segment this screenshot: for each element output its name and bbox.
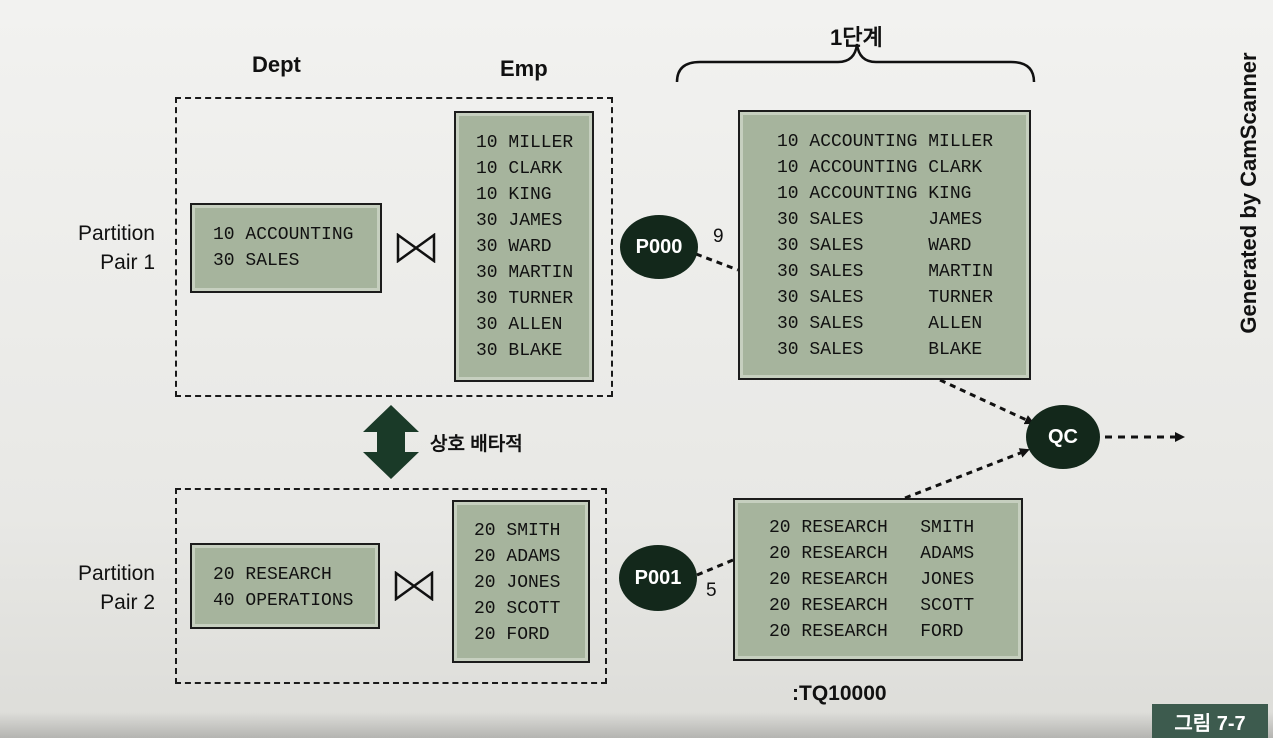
emp-box-pair-1: 10 MILLER 10 CLARK 10 KING 30 JAMES 30 WARD 3… (454, 111, 594, 382)
emp-row: 10 MILLER (476, 133, 574, 153)
result-row: 30 SALES JAMES (777, 210, 983, 230)
result-row: 30 SALES ALLEN (777, 314, 983, 334)
dept-row: 10 ACCOUNTING (213, 225, 354, 245)
result-row: 30 SALES TURNER (777, 288, 994, 308)
emp-row: 30 MARTIN (476, 263, 574, 283)
partition-pair-1-label-line2: Pair 1 (100, 251, 155, 274)
p001-to-result-connector (696, 558, 734, 577)
join-icon-pair-2 (394, 571, 434, 601)
emp-row: 30 BLAKE (476, 341, 563, 361)
emp-row: 20 ADAMS (474, 547, 561, 567)
result-row: 30 SALES BLAKE (777, 340, 983, 360)
partition-pair-1-label: Partition Pair 1 (40, 219, 155, 277)
figure-label: 그림 7-7 (1152, 704, 1268, 738)
watermark: Generated by CamScanner (1236, 20, 1262, 365)
partition-pair-1-label-line1: Partition (77, 222, 155, 245)
result-row: 20 RESEARCH ADAMS (769, 544, 975, 564)
qc-coordinator-node: QC (1026, 405, 1100, 469)
result-row: 20 RESEARCH SCOTT (769, 596, 975, 616)
emp-row: 30 JAMES (476, 211, 563, 231)
emp-row: 20 JONES (474, 573, 561, 593)
page-edge-shadow (0, 712, 1273, 738)
emp-header: Emp (500, 56, 548, 81)
watermark-text: Generated by CamScanner (1236, 51, 1261, 334)
partition-pair-2-frame (175, 488, 607, 684)
result1-to-qc-arrow (939, 378, 1035, 425)
mutual-exclusive-label: 상호 배타적 (430, 434, 523, 455)
result-row: 20 RESEARCH FORD (769, 622, 964, 642)
table-queue-label: :TQ10000 (792, 682, 887, 705)
join-icon-pair-1 (396, 233, 436, 263)
mutual-exclusive-arrow (363, 405, 419, 479)
partition-pair-2-label-line2: Pair 2 (100, 591, 155, 614)
dept-header: Dept (252, 52, 301, 77)
result-box-pair-2: 20 RESEARCH SMITH 20 RESEARCH ADAMS 20 RES… (733, 498, 1023, 661)
dept-row: 30 SALES (213, 251, 300, 271)
stage-brace (675, 43, 1036, 83)
result-row: 20 RESEARCH SMITH (769, 518, 975, 538)
dept-row: 40 OPERATIONS (213, 591, 354, 611)
result-row: 30 SALES WARD (777, 236, 972, 256)
emp-row: 10 KING (476, 185, 552, 205)
emp-row: 20 FORD (474, 625, 550, 645)
p001-row-count: 5 (706, 580, 717, 601)
emp-box-pair-2: 20 SMITH 20 ADAMS 20 JONES 20 SCOTT 20 FORD (452, 500, 590, 663)
dept-row: 20 RESEARCH (213, 565, 332, 585)
p000-to-result-connector (695, 252, 739, 272)
result-row: 20 RESEARCH JONES (769, 570, 975, 590)
emp-row: 30 ALLEN (476, 315, 563, 335)
emp-row: 20 SMITH (474, 521, 561, 541)
partition-pair-1-frame (175, 97, 613, 397)
result-box-pair-1: 10 ACCOUNTING MILLER 10 ACCOUNTING CLARK 1… (738, 110, 1031, 380)
p000-process-node: P000 (620, 215, 698, 279)
dept-box-pair-2: 20 RESEARCH 40 OPERATIONS (190, 543, 380, 629)
emp-row: 10 CLARK (476, 159, 563, 179)
partition-pair-2-label-line1: Partition (77, 562, 155, 585)
dept-box-pair-1: 10 ACCOUNTING 30 SALES (190, 203, 382, 293)
emp-row: 30 WARD (476, 237, 552, 257)
p001-process-node: P001 (619, 545, 697, 611)
p000-row-count: 9 (713, 226, 724, 247)
emp-row: 20 SCOTT (474, 599, 561, 619)
emp-row: 30 TURNER (476, 289, 574, 309)
partition-pair-2-label: Partition Pair 2 (40, 559, 155, 617)
result-row: 10 ACCOUNTING MILLER (777, 132, 994, 152)
result-row: 30 SALES MARTIN (777, 262, 994, 282)
result2-to-qc-arrow (904, 448, 1030, 500)
result-row: 10 ACCOUNTING CLARK (777, 158, 983, 178)
result-row: 10 ACCOUNTING KING (777, 184, 972, 204)
